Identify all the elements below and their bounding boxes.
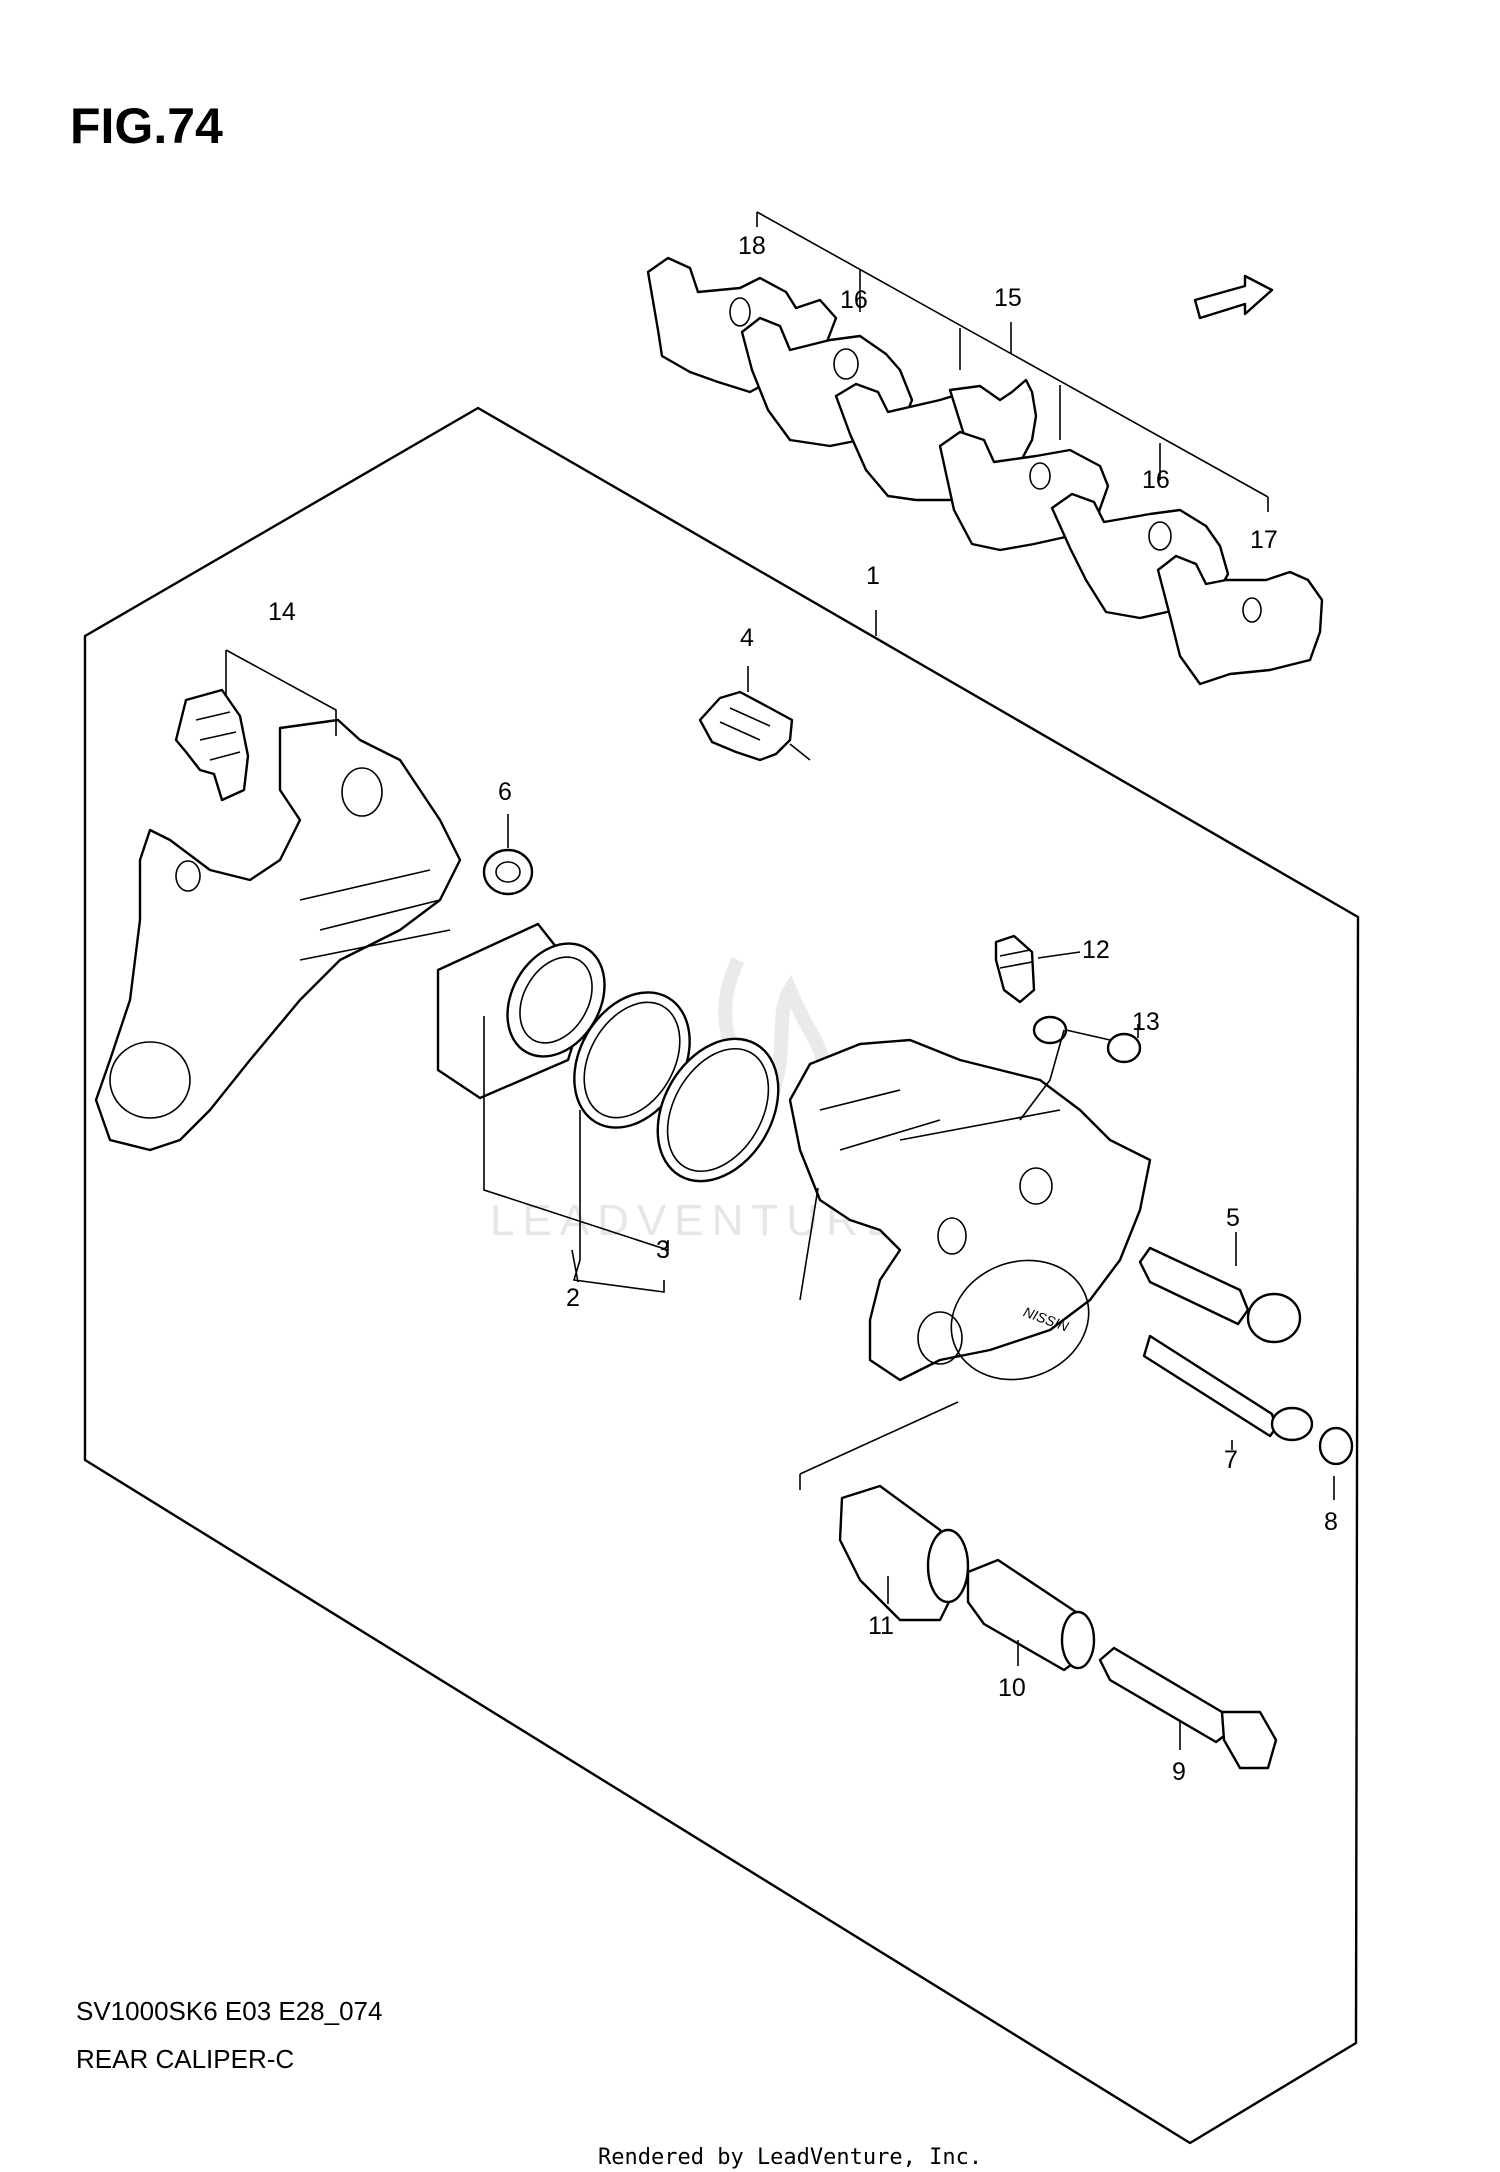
bleeder-valve (994, 934, 1036, 1004)
rendered-by: Rendered by LeadVenture, Inc. (598, 2145, 982, 2170)
callout-labels: 1 2 3 4 5 6 7 8 9 10 11 12 13 14 15 16 1… (268, 232, 1338, 1786)
piston-seals (573, 991, 780, 1183)
callout-18: 18 (738, 232, 766, 260)
callout-14: 14 (268, 598, 296, 626)
callout-10: 10 (998, 1674, 1026, 1702)
bleeder-cap (1032, 1015, 1142, 1064)
leader-lines (483, 610, 1335, 1750)
callout-9: 9 (1172, 1758, 1186, 1786)
callout-12: 12 (1082, 936, 1110, 964)
section-name: REAR CALIPER-C (76, 2044, 294, 2074)
callout-3: 3 (656, 1236, 670, 1264)
boot-part-11 (838, 1484, 970, 1622)
callout-17: 17 (1250, 526, 1278, 554)
callout-7: 7 (1224, 1446, 1238, 1474)
cap-part-6 (482, 848, 534, 896)
brake-pads (646, 256, 1324, 686)
figure-title: FIG.74 (70, 98, 223, 154)
pad-spring-and-bracket (94, 649, 462, 1152)
callout-5: 5 (1226, 1204, 1240, 1232)
callout-6: 6 (498, 778, 512, 806)
caliper-body: NISSIN (788, 1038, 1152, 1382)
model-code: SV1000SK6 E03 E28_074 (76, 1996, 382, 2026)
bolt-part-5 (1138, 1246, 1302, 1344)
assembly-outline (83, 406, 1360, 2145)
callout-4: 4 (740, 624, 754, 652)
callout-16a: 16 (840, 286, 868, 314)
callout-8: 8 (1324, 1508, 1338, 1536)
bolt-part-9 (1098, 1646, 1278, 1770)
pin-part-7 (1142, 1334, 1314, 1442)
callout-2: 2 (566, 1284, 580, 1312)
pad-group-bracket (756, 211, 1269, 512)
callout-15: 15 (994, 284, 1022, 312)
callout-13: 13 (1132, 1008, 1160, 1036)
sleeve-part-10 (966, 1558, 1096, 1672)
piston (436, 922, 606, 1100)
pad-retainer-spring (698, 690, 811, 762)
callout-16b: 16 (1142, 466, 1170, 494)
callout-1: 1 (866, 562, 880, 590)
forward-arrow: FWD (1193, 274, 1274, 320)
callout-11: 11 (868, 1612, 894, 1640)
clip-part-8 (1318, 1426, 1354, 1466)
